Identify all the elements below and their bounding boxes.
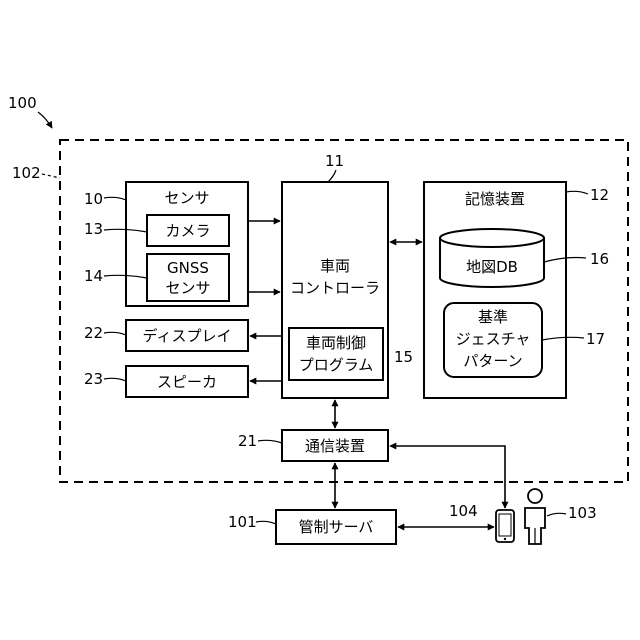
ref-21: 21: [238, 432, 257, 450]
mobile-terminal-icon: [496, 510, 514, 542]
ref-102-leader: [42, 174, 60, 178]
ref-17: 17: [586, 330, 605, 348]
program-label-2: プログラム: [299, 356, 374, 374]
ref-23: 23: [84, 370, 103, 388]
ref-104: 104: [449, 502, 478, 520]
gesture-label-3: パターン: [463, 352, 522, 370]
ref-22: 22: [84, 324, 103, 342]
camera-label: カメラ: [165, 222, 210, 240]
ref-16: 16: [590, 250, 609, 268]
gnss-label-1: GNSS: [167, 259, 209, 277]
ref-10-leader: [104, 197, 126, 200]
ref-100-arrow: [38, 112, 52, 128]
ref-21-leader: [258, 440, 282, 443]
user-icon: [525, 489, 545, 544]
ref-100: 100: [8, 94, 37, 112]
ref-101: 101: [228, 513, 257, 531]
ref-13: 13: [84, 220, 103, 238]
ref-12: 12: [590, 186, 609, 204]
ref-103: 103: [568, 504, 597, 522]
controller-label-1: 車両: [320, 257, 350, 275]
gnss-label-2: センサ: [165, 279, 210, 297]
ref-12-leader: [566, 191, 588, 194]
controller-label-2: コントローラ: [290, 279, 380, 297]
sensor-label: センサ: [164, 189, 209, 207]
program-label-1: 車両制御: [306, 334, 366, 352]
ref-11-leader: [328, 170, 336, 182]
ref-11: 11: [325, 152, 344, 170]
ref-15: 15: [394, 348, 413, 366]
speaker-label: スピーカ: [157, 373, 217, 391]
comm-label: 通信装置: [305, 437, 365, 455]
ref-103-leader: [547, 513, 566, 516]
server-label: 管制サーバ: [299, 518, 374, 536]
storage-label: 記憶装置: [465, 190, 525, 208]
comm-terminal-arrow: [390, 446, 505, 508]
gesture-label-1: 基準: [478, 308, 508, 326]
ref-102: 102: [12, 164, 41, 182]
gesture-label-2: ジェスチャ: [456, 330, 531, 348]
ref-22-leader: [104, 332, 126, 335]
ref-14: 14: [84, 267, 103, 285]
ref-10: 10: [84, 190, 103, 208]
ref-101-leader: [256, 521, 276, 524]
display-label: ディスプレイ: [143, 327, 232, 345]
ref-23-leader: [104, 378, 126, 381]
map-db-label: 地図DB: [466, 258, 518, 276]
